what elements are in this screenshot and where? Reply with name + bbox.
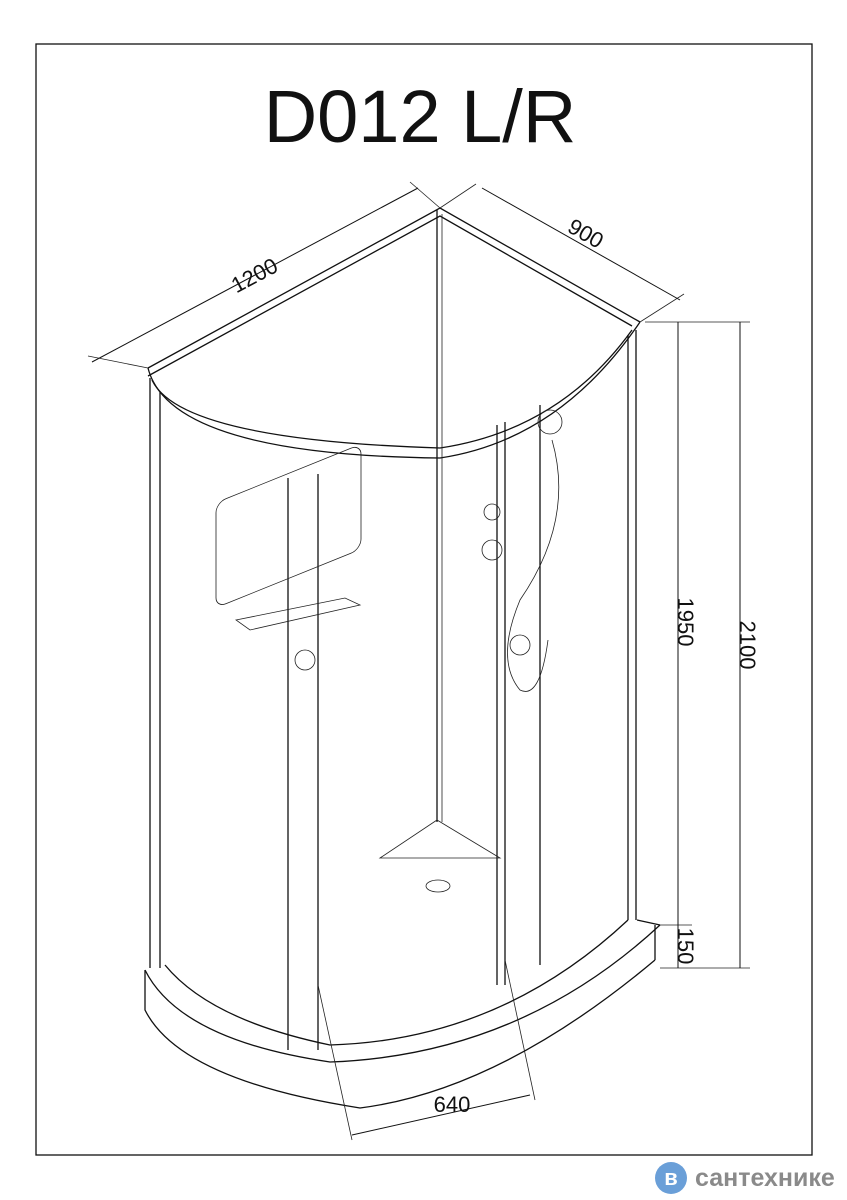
model-title: D012 L/R — [264, 75, 577, 158]
dimension-heights: 1950 2100 150 — [645, 321, 760, 969]
dimension-door-width: 640 — [317, 959, 536, 1141]
brand-logo: в сантехнике — [655, 1162, 835, 1194]
cabin-top — [147, 207, 641, 459]
back-panel — [215, 409, 563, 893]
cabin-posts — [149, 210, 637, 1050]
logo-mark: в — [655, 1162, 687, 1194]
dimension-tray-height-label: 150 — [673, 928, 698, 965]
dimension-length: 1200 — [87, 181, 441, 369]
dimension-cabin-height-label: 1950 — [673, 598, 698, 647]
logo-text: сантехнике — [695, 1163, 835, 1192]
drawing-frame — [35, 43, 813, 1156]
shower-tray — [144, 919, 661, 1109]
dimension-total-height-label: 2100 — [735, 621, 760, 670]
dimension-door-width-label: 640 — [434, 1092, 471, 1117]
dimension-length-label: 1200 — [227, 253, 282, 298]
dimension-depth: 900 — [439, 183, 685, 323]
dimension-depth-label: 900 — [564, 213, 608, 253]
